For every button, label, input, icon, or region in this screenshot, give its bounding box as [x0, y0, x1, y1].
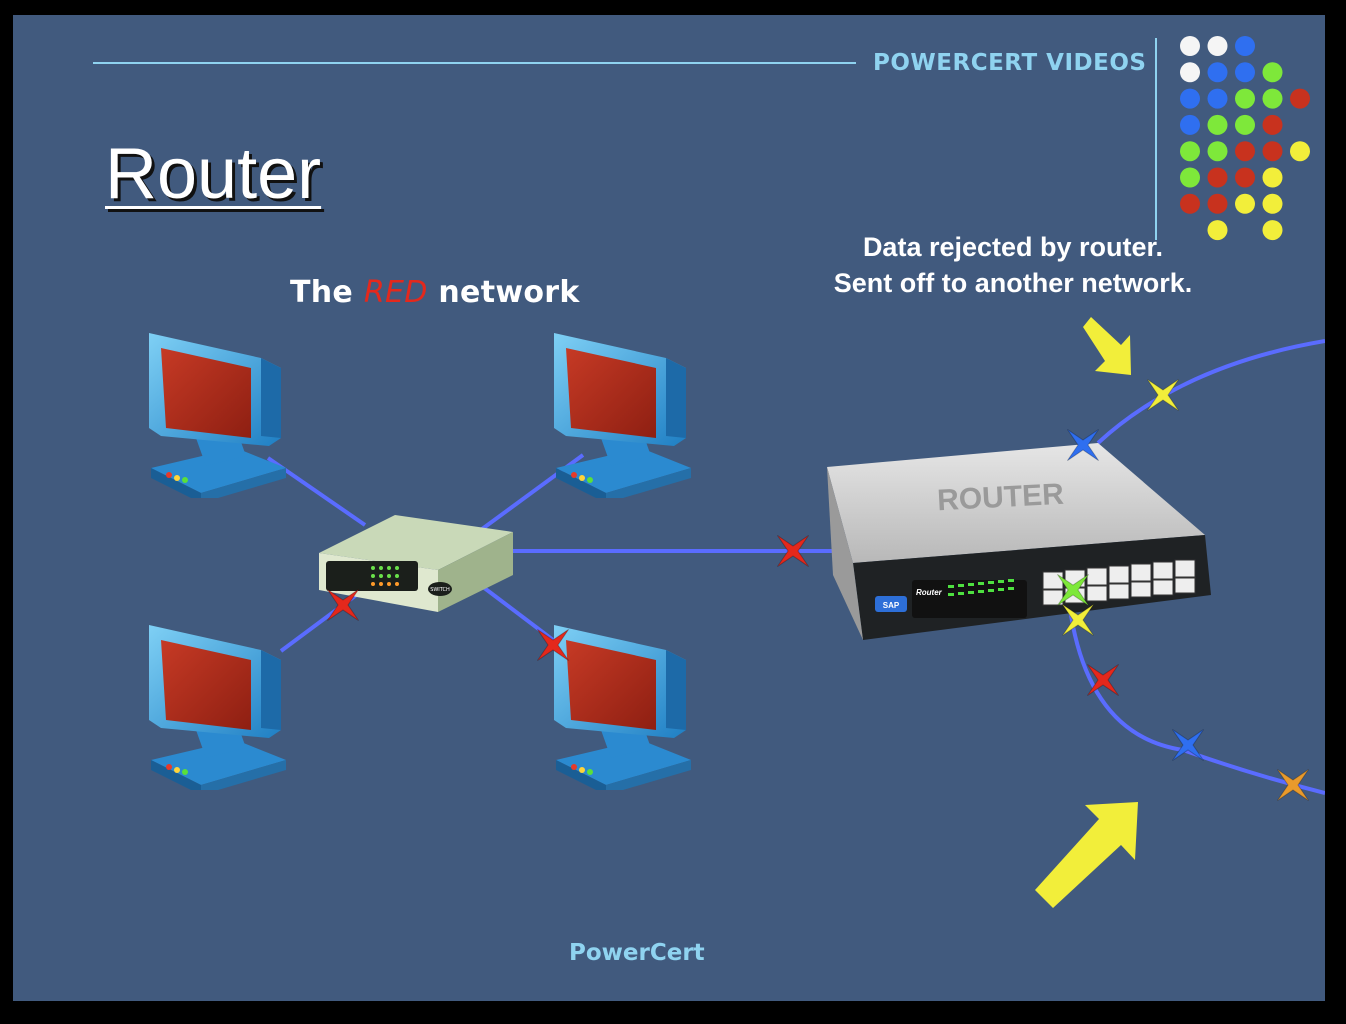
- decorative-dot: [1235, 36, 1255, 56]
- packet-icon: [1171, 728, 1205, 762]
- decorative-dot: [1207, 193, 1228, 214]
- computer-icon-bottom-left: [149, 625, 286, 790]
- decorative-dot: [1290, 88, 1310, 109]
- decorative-dot: [1207, 114, 1228, 135]
- computer-icon-top-left: [149, 333, 286, 498]
- router-sap-button: [875, 596, 907, 612]
- decorative-dot: [1290, 141, 1310, 162]
- decorative-dot: [1262, 88, 1283, 109]
- decorative-dot: [1235, 88, 1255, 109]
- footer-brand: PowerCert: [569, 940, 705, 966]
- decorative-dot: [1262, 62, 1283, 83]
- packet-icon: [1146, 378, 1180, 412]
- decorative-dot: [1235, 167, 1255, 188]
- decorative-dot: [1262, 167, 1283, 188]
- decorative-dot: [1180, 36, 1200, 56]
- decorative-dot: [1207, 167, 1228, 188]
- switch-label: SWITCH: [430, 587, 450, 593]
- router-caption: Data rejected by router. Sent off to ano…: [803, 229, 1223, 301]
- diagram-art: SWITCH ROUTER SAP Router: [93, 36, 1325, 908]
- computer-icon-bottom-right: [554, 625, 691, 790]
- network-label: The RED network: [290, 275, 580, 310]
- decorative-dot: [1180, 141, 1200, 162]
- arrow-top-icon: [1083, 317, 1131, 375]
- arrow-bottom-icon: [1035, 802, 1138, 908]
- brand-header: POWERCERT VIDEOS: [873, 50, 1147, 76]
- packet-icon: [1066, 428, 1100, 462]
- network-label-suffix: network: [438, 275, 580, 310]
- router-panel-label: Router: [916, 588, 943, 597]
- decorative-dot: [1262, 114, 1283, 135]
- computer-icon-top-right: [554, 333, 691, 498]
- data-packets: [326, 378, 1310, 802]
- network-label-prefix: The: [290, 275, 354, 310]
- router-caption-line2: Sent off to another network.: [833, 268, 1193, 298]
- packet-icon: [1086, 663, 1120, 697]
- packet-icon: [776, 534, 810, 568]
- packet-icon: [536, 628, 570, 662]
- decorative-dot: [1235, 141, 1255, 162]
- packet-icon: [1276, 768, 1310, 802]
- decorative-dot: [1262, 193, 1283, 214]
- slide: SWITCH ROUTER SAP Router: [13, 15, 1325, 1001]
- decorative-dot: [1207, 88, 1228, 109]
- router-device: ROUTER SAP Router: [827, 443, 1211, 640]
- decorative-dot: [1262, 220, 1283, 241]
- decorative-dot: [1207, 220, 1228, 241]
- network-label-highlight: RED: [363, 275, 428, 310]
- switch-device: SWITCH: [319, 515, 513, 612]
- decorative-dot: [1262, 141, 1283, 162]
- decorative-dot: [1235, 62, 1255, 83]
- packet-icon: [326, 588, 360, 622]
- network-cables: [266, 339, 1325, 795]
- decorative-dot: [1207, 36, 1228, 56]
- decorative-dot: [1207, 141, 1228, 162]
- decorative-dot: [1235, 193, 1255, 214]
- decorative-dot: [1180, 62, 1200, 83]
- decorative-dot: [1180, 193, 1200, 214]
- router-top-label: ROUTER: [936, 478, 1065, 518]
- decorative-dot: [1180, 114, 1200, 135]
- packet-icon: [1056, 573, 1090, 607]
- page-title: Router: [105, 134, 322, 214]
- decorative-dot: [1207, 62, 1228, 83]
- decorative-dot-grid: [1180, 36, 1310, 241]
- decorative-dot: [1180, 167, 1200, 188]
- decorative-dot: [1235, 114, 1255, 135]
- packet-icon: [1061, 603, 1095, 637]
- svg-text:SAP: SAP: [883, 601, 900, 610]
- router-caption-line1: Data rejected by router.: [862, 232, 1164, 262]
- cable-external-bottom: [1066, 592, 1325, 795]
- cable-external-top: [1096, 339, 1325, 445]
- decorative-dot: [1180, 88, 1200, 109]
